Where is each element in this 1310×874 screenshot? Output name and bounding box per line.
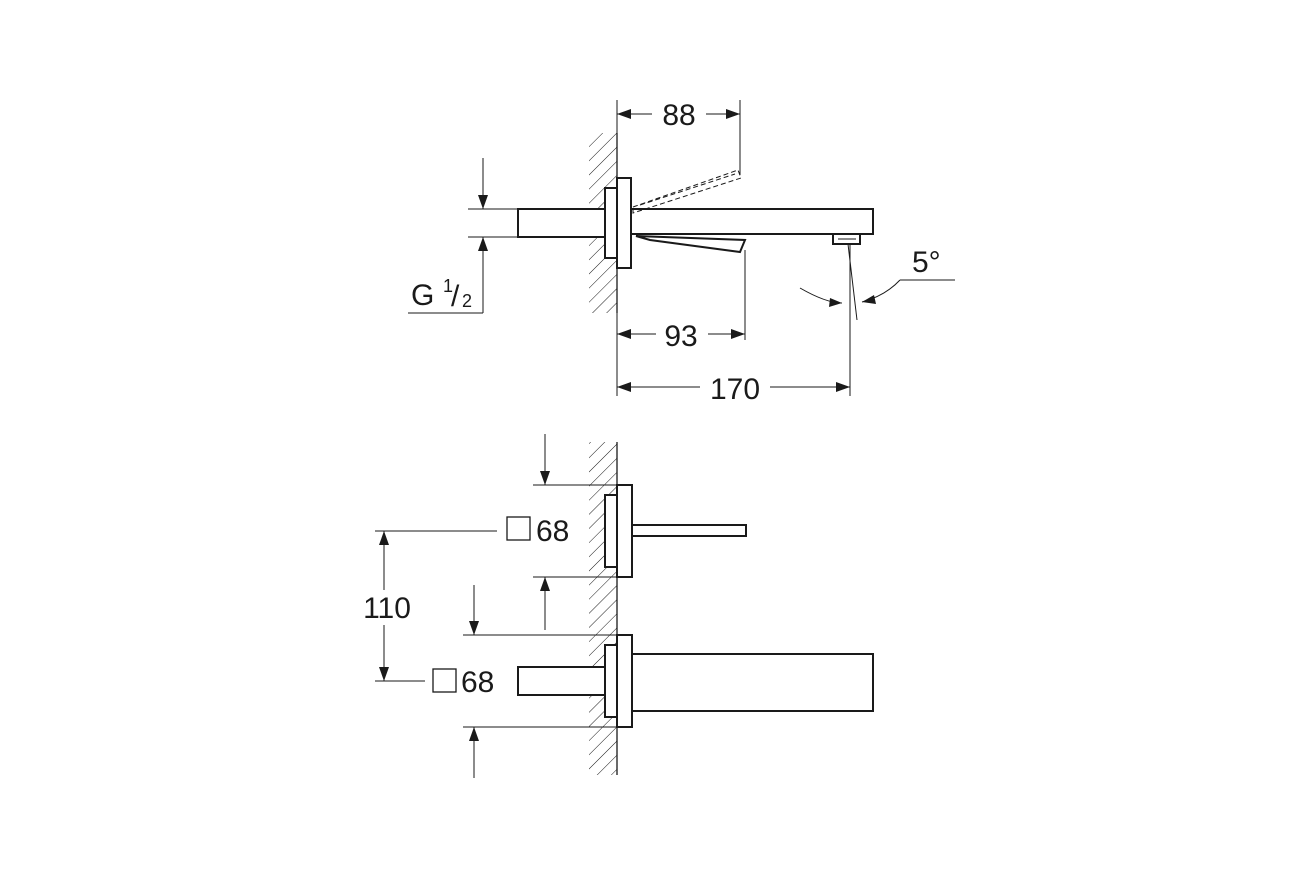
thread-slash: / (451, 280, 460, 313)
lever-raised-dashed (632, 169, 742, 214)
thread-numerator: 1 (443, 276, 453, 296)
angle-label: 5° (912, 246, 941, 279)
dimension-170: 170 (617, 373, 850, 406)
thread-prefix: G (411, 279, 434, 312)
dim-88-label: 88 (662, 99, 695, 132)
square-symbol-icon (432, 668, 457, 693)
angle-5-degree: 5° (799, 243, 955, 321)
wall-plate-side (616, 177, 632, 269)
wall-front-view (589, 442, 618, 775)
square-68-upper-label: 68 (536, 515, 569, 548)
dim-93-label: 93 (664, 320, 697, 353)
lever-side (635, 235, 747, 254)
square-symbol-icon (506, 516, 531, 541)
rough-in-flange-side (604, 187, 618, 259)
spout-side (630, 208, 874, 235)
dimension-110: 110 (363, 530, 497, 682)
rough-in-body-side (517, 208, 613, 238)
thread-denominator: 2 (462, 291, 472, 311)
thread-dimension: G 1 / 2 (408, 158, 518, 314)
dim-110-label: 110 (363, 592, 411, 625)
square-68-lower: 68 (432, 666, 494, 699)
spout-plate-front (517, 634, 874, 728)
front-view: 68 68 110 (363, 434, 874, 778)
square-68-upper: 68 (506, 515, 569, 548)
dim-170-label: 170 (710, 373, 760, 406)
dimension-88: 88 (617, 99, 740, 132)
mixer-plate-front (604, 484, 747, 578)
square-68-lower-label: 68 (461, 666, 494, 699)
dimension-93: 93 (617, 320, 745, 353)
side-view: 88 93 170 5° (408, 99, 955, 406)
